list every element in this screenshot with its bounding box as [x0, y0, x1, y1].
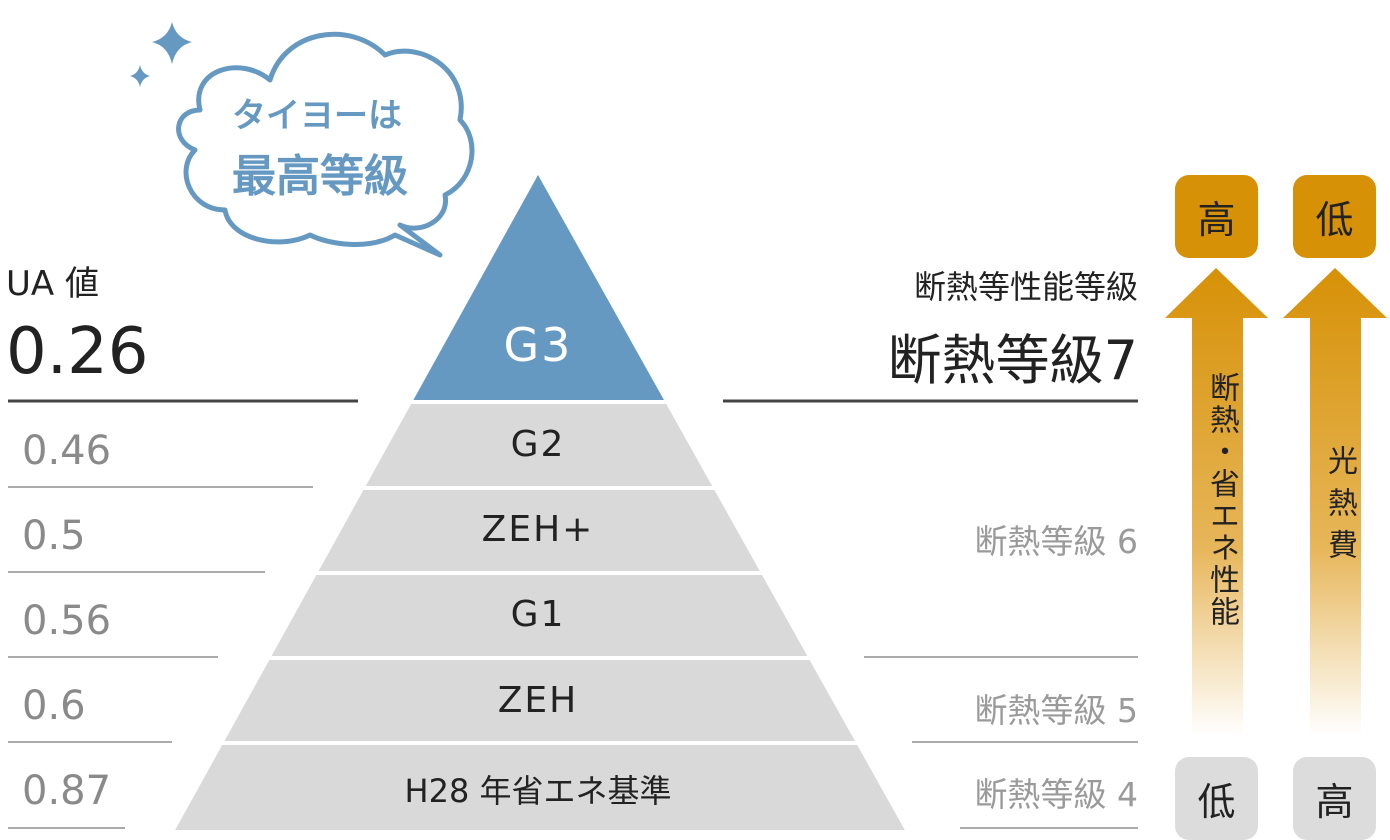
ua-top-value: 0.26: [6, 315, 149, 389]
pyramid-tier: [271, 575, 808, 656]
bubble-line2: 最高等級: [232, 151, 408, 202]
sparkle-icon: [152, 22, 192, 64]
ua-value: 0.46: [22, 428, 112, 474]
performance-low-badge: 低: [1175, 757, 1258, 840]
performance-high-badge: 高: [1175, 175, 1258, 258]
pyramid-band-label: G2: [510, 424, 566, 465]
pyramid-tier: [365, 404, 713, 486]
grade-level: 断熱等級 5: [974, 691, 1139, 730]
pyramid-tier: [224, 660, 855, 741]
sparkle-small-icon: [130, 65, 150, 87]
ua-value: 0.56: [22, 598, 112, 644]
pyramid-band-label: H28 年省エネ基準: [404, 772, 672, 810]
pyramid-band-label: G1: [510, 594, 566, 635]
grade-level: 断熱等級 4: [974, 775, 1139, 814]
ua-value: 0.5: [22, 513, 86, 559]
ua-value: 0.6: [22, 683, 86, 729]
pyramid-top-tier: [413, 175, 664, 400]
energy-cost-high-badge: 高: [1293, 757, 1376, 840]
pyramid-band-label: ZEH: [497, 680, 579, 721]
ua-value: 0.87: [22, 768, 112, 814]
ua-label: UA 値: [6, 264, 99, 304]
energy-cost-arrow-label: 光熱費: [1322, 445, 1357, 571]
energy-cost-low-badge: 低: [1293, 175, 1376, 258]
pyramid-top-label: G3: [503, 318, 573, 372]
grade-label: 断熱等性能等級: [913, 268, 1138, 306]
arrow-up-energy-cost: [1283, 268, 1387, 735]
performance-arrow-label: 断熱・省エネ性能: [1204, 372, 1239, 628]
pyramid-tier: [318, 490, 760, 571]
grade-level: 断熱等級 6: [974, 522, 1139, 561]
arrow-up-performance: [1165, 268, 1268, 735]
pyramid-band-label: ZEH+: [481, 509, 595, 550]
speech-bubble: [176, 31, 475, 258]
grade-top: 断熱等級7: [887, 329, 1138, 392]
pyramid-tier: [175, 745, 905, 830]
bubble-line1: タイヨーは: [232, 96, 402, 136]
divider-lines: [8, 399, 1138, 829]
